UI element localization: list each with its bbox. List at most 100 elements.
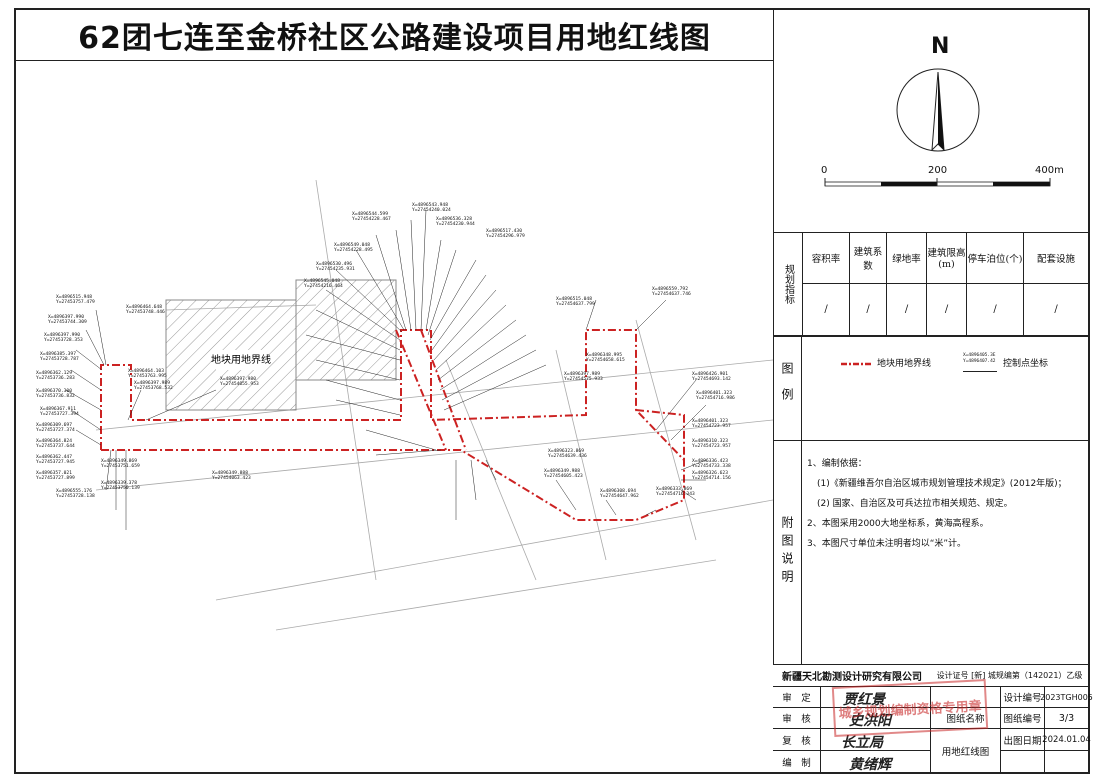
signature-cell (821, 729, 931, 751)
coord-y: Y=27454639.436 (548, 453, 587, 459)
coord-x: X=4896544.599 (352, 211, 388, 217)
index-value: / (927, 284, 967, 336)
coord-x: X=4896309.697 (36, 422, 72, 428)
coord-y: Y=27454637.799 (556, 301, 595, 307)
control-sample-x: X=4896405.3E (963, 353, 996, 358)
coord-y: Y=27454716.343 (656, 491, 695, 497)
drawing-sheet: 62团七连至金桥社区公路建设项目用地红线图 (14, 8, 1093, 774)
coord-x: X=4896323.869 (548, 448, 584, 454)
signature-cell (821, 708, 931, 729)
boundary-line-4 (635, 409, 685, 460)
coord-x: X=4896367.911 (40, 406, 76, 412)
coord-x: X=4896362.447 (36, 454, 72, 460)
role-label: 复 核 (773, 729, 821, 751)
coord-y: Y=27454723.957 (692, 443, 731, 449)
coord-y: Y=27453751.659 (101, 463, 140, 469)
coord-x: X=4896310.323 (692, 438, 728, 444)
coord-y: Y=27453727.945 (36, 459, 75, 465)
legend: 图例 地块用地界线 X=4896405.3E Y=4896407.42 控制点坐… (773, 336, 1088, 441)
coord-x: X=4896536.328 (436, 216, 472, 222)
note-line: (2) 国家、自治区及可兵达拉市相关规范、规定。 (817, 499, 1013, 509)
coord-y: Y=27454716.986 (696, 395, 735, 401)
scale-tick-400: 400m (1035, 165, 1064, 176)
coord-x: X=4896530.496 (316, 261, 352, 267)
north-arrow-icon (824, 68, 1051, 187)
signature: 贾红景 (843, 692, 885, 708)
index-header: 停车泊位(个) (967, 232, 1024, 284)
control-sample-y: Y=4896407.42 (963, 359, 996, 364)
coord-x: X=4896397.990 (44, 332, 80, 338)
boundary-line-3 (420, 329, 467, 451)
right-panel: N 0 200 400m 规划指标 容积率 建筑系数 绿地率 建筑限高(m) 停 (773, 10, 1088, 664)
blank-cell (1045, 751, 1088, 773)
certificate-number: 设计证号 [新] 城规编第（142021）乙级 (931, 665, 1088, 687)
coord-x: X=4896308.694 (600, 488, 636, 494)
index-value: / (1024, 284, 1088, 336)
coord-x: X=4896357.021 (36, 470, 72, 476)
coord-x: X=4896348.995 (586, 352, 622, 358)
signature: 长立局 (841, 735, 883, 751)
site-plan-svg: 地块用地界线 (36, 179, 773, 631)
coord-y: Y=27454714.156 (692, 475, 731, 481)
coord-y: Y=27453727.394 (40, 411, 79, 417)
coord-y: Y=27454235.931 (316, 266, 355, 272)
coord-y: Y=27454647.962 (600, 493, 639, 499)
coord-x: X=4896401.323 (692, 418, 728, 424)
index-value: / (803, 284, 850, 336)
coord-y: Y=27454575.933 (564, 376, 603, 382)
boundary-line-swatch (841, 362, 871, 366)
design-no-label: 设计编号 (1001, 687, 1045, 708)
drawing-name: 用地红线图 (931, 729, 1001, 773)
signature: 黄绪辉 (849, 757, 891, 773)
index-header-label: 规划指标 (773, 232, 803, 336)
coord-y: Y=27454230.944 (436, 221, 475, 227)
coord-x: X=4896426.901 (692, 371, 728, 377)
coord-x: X=4896397.989 (134, 380, 170, 386)
coord-y: Y=27454723.957 (692, 423, 731, 429)
legend-boundary-label: 地块用地界线 (877, 359, 932, 369)
coord-y: Y=27453757.479 (56, 299, 95, 305)
scale-tick-0: 0 (821, 165, 828, 176)
coord-y: Y=27454693.142 (692, 376, 731, 382)
note-line: (1)《新疆维吾尔自治区城市规划管理技术规定》(2012年版)； (817, 479, 1067, 489)
coord-y: Y=27453728.138 (56, 493, 95, 499)
boundary-label: 地块用地界线 (211, 353, 271, 366)
coord-y: Y=27453728.353 (44, 337, 83, 343)
coord-y: Y=27454228.495 (334, 247, 373, 253)
index-header: 建筑系数 (850, 232, 887, 284)
notes-side-label: 附图说明 (773, 440, 802, 664)
leader-lines (65, 209, 707, 530)
coord-y: Y=27454240.024 (412, 207, 451, 213)
note-line: 3、本图尺寸单位未注明者均以“米”计。 (807, 539, 967, 549)
boundary-label-bg (216, 350, 266, 370)
coord-y: Y=27453748.446 (126, 309, 165, 315)
company-name: 新疆天北勘测设计研究有限公司 (773, 665, 931, 687)
date-value: 2024.01.04 (1042, 729, 1091, 751)
index-value: / (850, 284, 887, 336)
title-block: 新疆天北勘测设计研究有限公司 设计证号 [新] 城规编第（142021）乙级 审… (773, 664, 1093, 773)
coord-x: X=4896397.989 (564, 371, 600, 377)
role-label: 审 定 (773, 687, 821, 708)
role-label: 编 制 (773, 751, 821, 773)
coordinate-labels: X=4896543.948 Y=27454240.024 X=4896544.5… (36, 202, 735, 499)
coord-x: X=4896333.869 (656, 486, 692, 492)
scale-tick-200: 200 (928, 165, 948, 176)
coord-y: Y=27454216.464 (304, 283, 343, 289)
coord-x: X=4896517.430 (486, 228, 522, 234)
coord-x: X=4896349.888 (212, 470, 248, 476)
coord-x: X=4896464.648 (126, 304, 162, 310)
coord-x: X=4896401.323 (696, 390, 732, 396)
coord-x: X=4896397.980 (220, 376, 256, 382)
coord-y: Y=27453750.139 (101, 485, 140, 491)
coord-y: Y=27453727.374 (36, 427, 75, 433)
coord-y: Y=27454658.615 (586, 357, 625, 363)
coord-y: Y=27453763.995 (128, 373, 167, 379)
coord-x: X=4896555.176 (56, 488, 92, 494)
coord-y: Y=27453736.283 (36, 375, 75, 381)
coord-y: Y=27453736.832 (36, 393, 75, 399)
coord-y: Y=27454063.423 (212, 475, 251, 481)
qualification-stamp: 城乡规划编制资格专用章 (831, 679, 989, 737)
coord-x: X=4896559.792 (652, 286, 688, 292)
coord-x: X=4896464.103 (128, 368, 164, 374)
notes-section: 附图说明 1、编制依据： (1)《新疆维吾尔自治区城市规划管理技术规定》(201… (773, 440, 1088, 664)
